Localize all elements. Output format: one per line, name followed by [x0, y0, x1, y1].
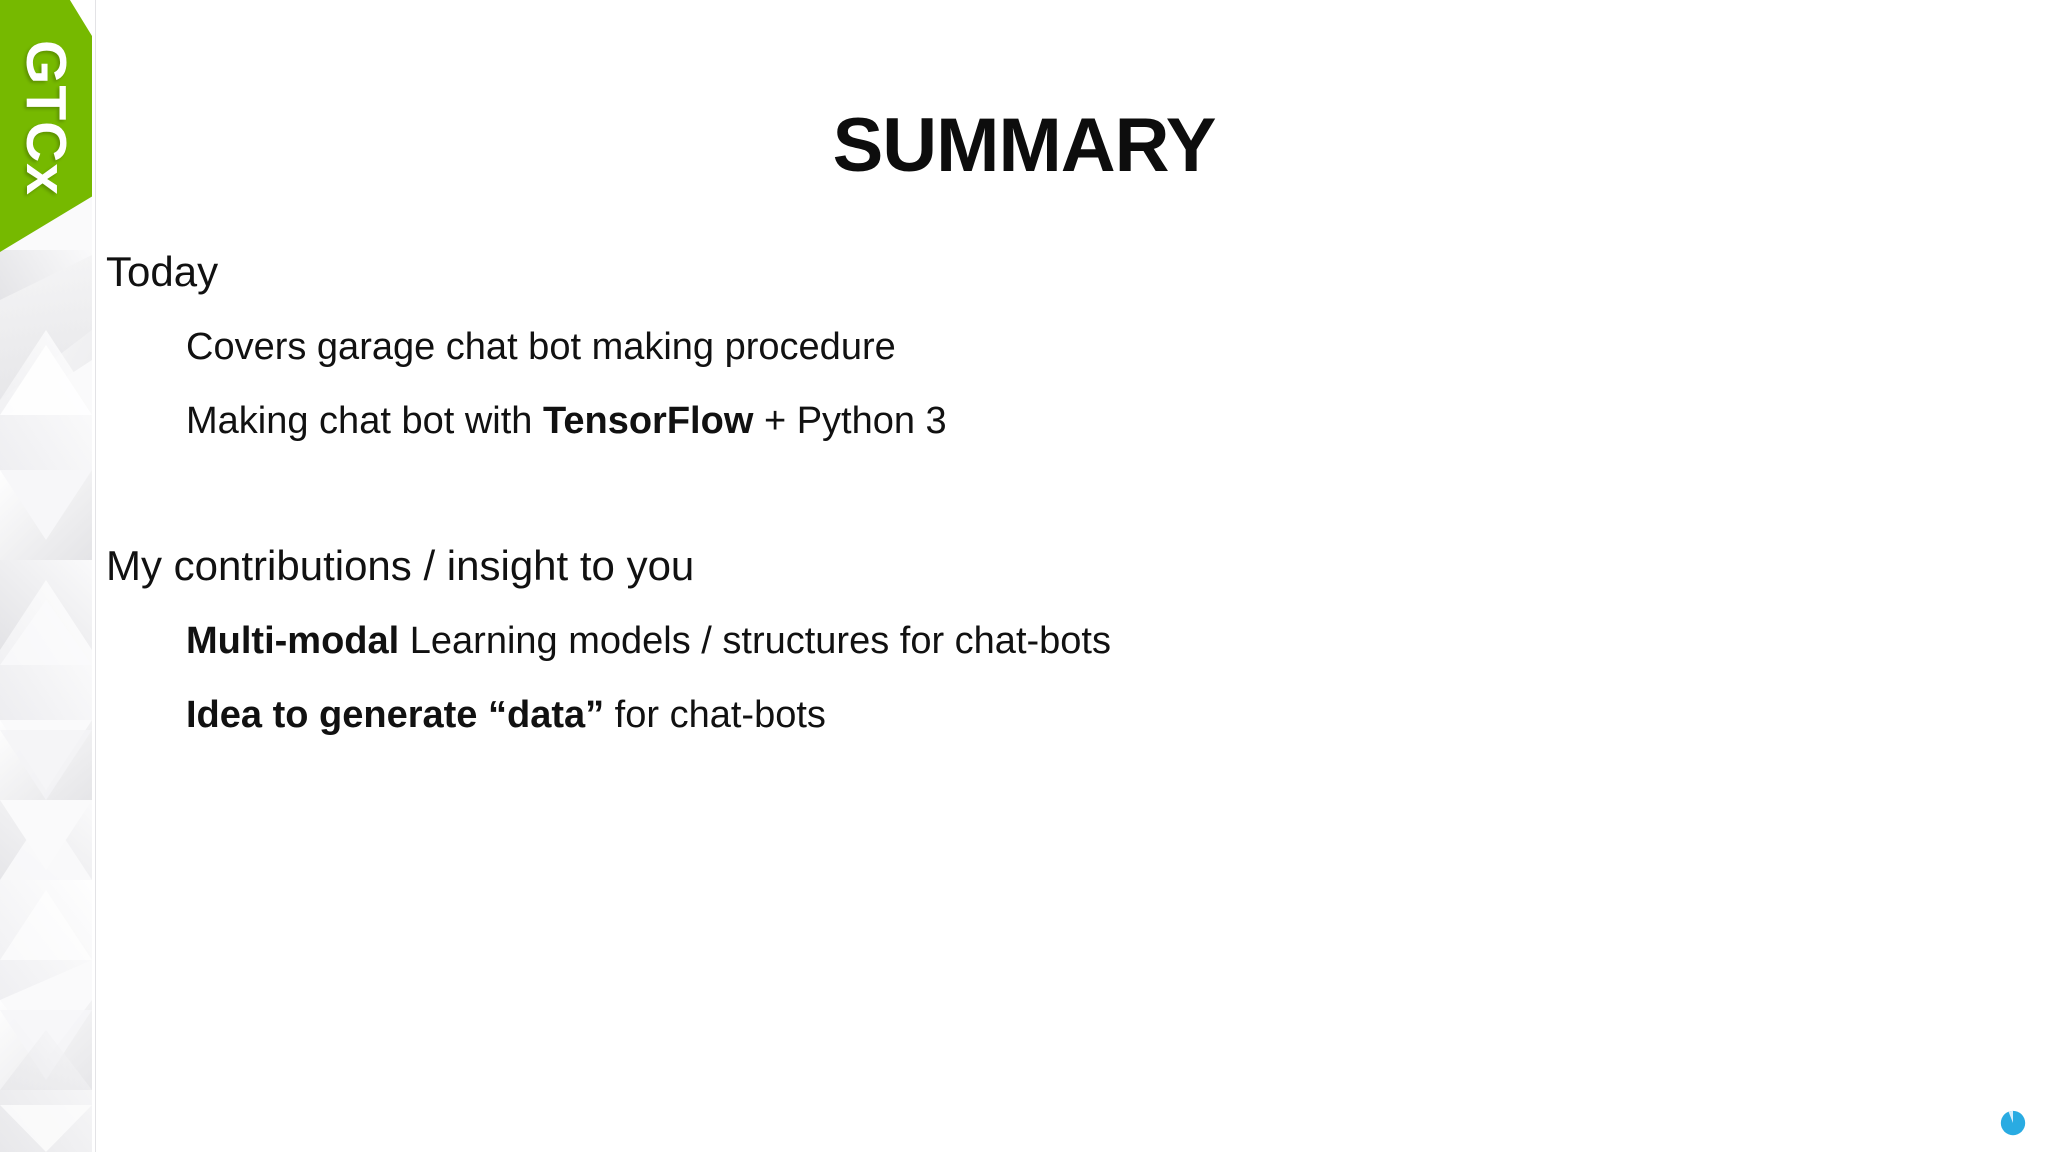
bullet-tensorflow-python: Making chat bot with TensorFlow + Python… [96, 400, 2048, 444]
bullet-tensorflow-suffix: + Python 3 [753, 399, 947, 442]
section-gap [96, 450, 2048, 542]
spacer [96, 376, 2048, 400]
bullet-covers-procedure: Covers garage chat bot making procedure [96, 326, 2048, 370]
gtcx-banner-label: GTCx [14, 39, 78, 197]
decorative-sidebar: GTCx [0, 0, 92, 1152]
pie-progress-icon [2000, 1110, 2026, 1136]
spacer [96, 302, 2048, 326]
sidebar-divider [95, 0, 96, 1152]
section-heading-contributions: My contributions / insight to you [96, 542, 2048, 590]
page-title: SUMMARY [832, 103, 1217, 188]
bullet-generate-data: Idea to generate “data” for chat-bots [96, 694, 2048, 738]
bullet-generate-data-text: for chat-bots [604, 693, 826, 736]
bullet-multimodal: Multi-modal Learning models / structures… [96, 620, 2048, 664]
spacer [96, 596, 2048, 620]
bullet-generate-data-keyword: Idea to generate “data” [186, 693, 605, 736]
section-heading-contributions-text: My contributions / insight to you [106, 541, 695, 589]
spacer [96, 670, 2048, 694]
bullet-covers-procedure-text: Covers garage chat bot making procedure [186, 326, 896, 369]
bullet-tensorflow-prefix: Making chat bot with [186, 399, 543, 442]
slide-body: Today Covers garage chat bot making proc… [96, 248, 2048, 743]
section-heading-today: Today [96, 248, 2048, 296]
bullet-multimodal-keyword: Multi-modal [186, 619, 400, 662]
bullet-tensorflow-keyword: TensorFlow [542, 399, 754, 442]
bullet-multimodal-text: Learning models / structures for chat-bo… [399, 619, 1111, 662]
slide-content: SUMMARY Today Covers garage chat bot mak… [96, 0, 2048, 1152]
section-heading-today-text: Today [106, 248, 219, 295]
banner-corner-notch [69, 0, 92, 36]
